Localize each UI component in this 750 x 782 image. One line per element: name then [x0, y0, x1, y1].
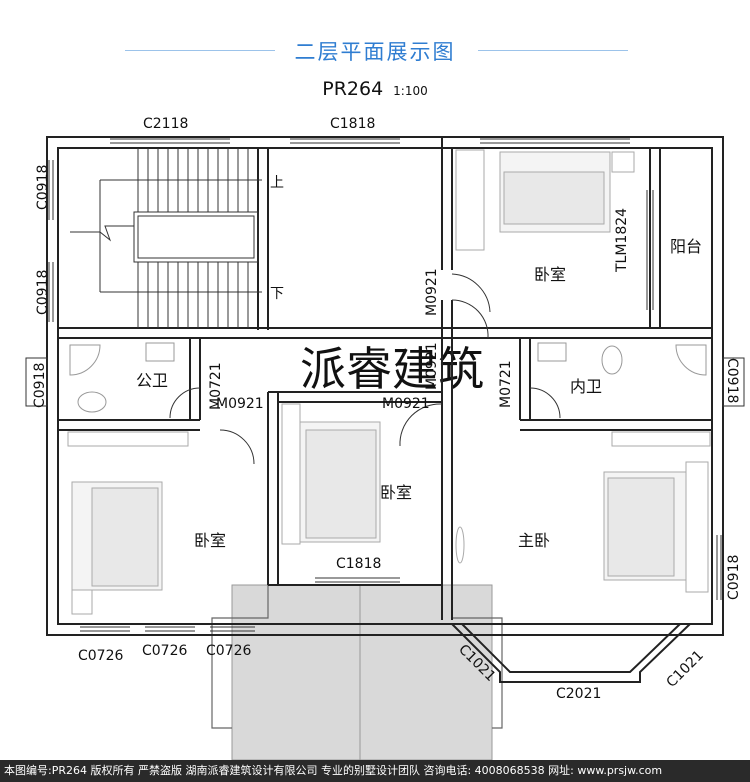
room-master-bedroom: 主卧: [518, 531, 550, 550]
room-bedroom-top: 卧室: [534, 265, 566, 284]
windows: [25, 138, 745, 632]
footer-bar: 本图编号:PR264 版权所有 严禁盗版 湖南派睿建筑设计有限公司 专业的别墅设…: [0, 760, 750, 782]
stairs: [70, 148, 262, 328]
label-window-bay-bottom: C2021: [556, 686, 601, 702]
stair-up-label: 上: [270, 175, 284, 191]
plan-scale: 1:100: [393, 84, 428, 98]
label-door-public-bath: M0721: [208, 362, 224, 410]
label-window-right-1: C0918: [724, 358, 740, 403]
bath-fixtures: [69, 342, 707, 413]
label-door-mid-bed: M0921: [382, 396, 430, 412]
bed-mid-room: [281, 403, 381, 545]
label-window-bottom-2: C0726: [142, 643, 187, 659]
label-window-right-2: C0918: [726, 555, 742, 600]
room-balcony: 阳台: [670, 237, 702, 256]
label-door-left-bed: M0921: [216, 396, 264, 412]
plan-code-line: PR264 1:100: [0, 78, 750, 100]
room-bedroom-left: 卧室: [194, 531, 226, 550]
bed-top-room: [455, 149, 635, 251]
room-public-bath: 公卫: [136, 371, 168, 390]
label-window-bottom-3: C0726: [206, 643, 251, 659]
label-window-left-3: C0918: [32, 363, 48, 408]
watermark: 派睿建筑: [300, 342, 484, 396]
title-line-right: [478, 50, 628, 51]
bed-left-room: [67, 431, 189, 615]
title-bar: 二层平面展示图: [0, 36, 750, 66]
label-door-inner-bath: M0721: [498, 360, 514, 408]
label-window-bay-right: C1021: [664, 647, 707, 690]
label-window-top-mid: C1818: [330, 116, 375, 132]
stair-down-label: 下: [270, 286, 284, 302]
label-door-bedroom-top: M0921: [424, 268, 440, 316]
porch-outline: [211, 585, 503, 729]
title-line-left: [125, 50, 275, 51]
page-title: 二层平面展示图: [294, 40, 456, 64]
bed-master-room: [455, 431, 711, 593]
floor-plan: 派睿建筑: [25, 116, 745, 760]
doors: [169, 190, 654, 465]
room-inner-bath: 内卫: [570, 377, 602, 396]
label-window-left-2: C0918: [35, 270, 51, 315]
label-sliding-door: TLM1824: [614, 208, 630, 273]
porch-roof: [231, 584, 493, 760]
label-window-bottom-1: C0726: [78, 648, 123, 664]
label-window-left-1: C0918: [35, 165, 51, 210]
plan-code: PR264: [322, 78, 384, 100]
label-window-top-left: C2118: [143, 116, 188, 132]
walls: [46, 136, 724, 683]
label-door-corridor: M0921: [424, 342, 440, 390]
room-bedroom-mid: 卧室: [380, 483, 412, 502]
label-window-mid-bed: C1818: [336, 556, 381, 572]
